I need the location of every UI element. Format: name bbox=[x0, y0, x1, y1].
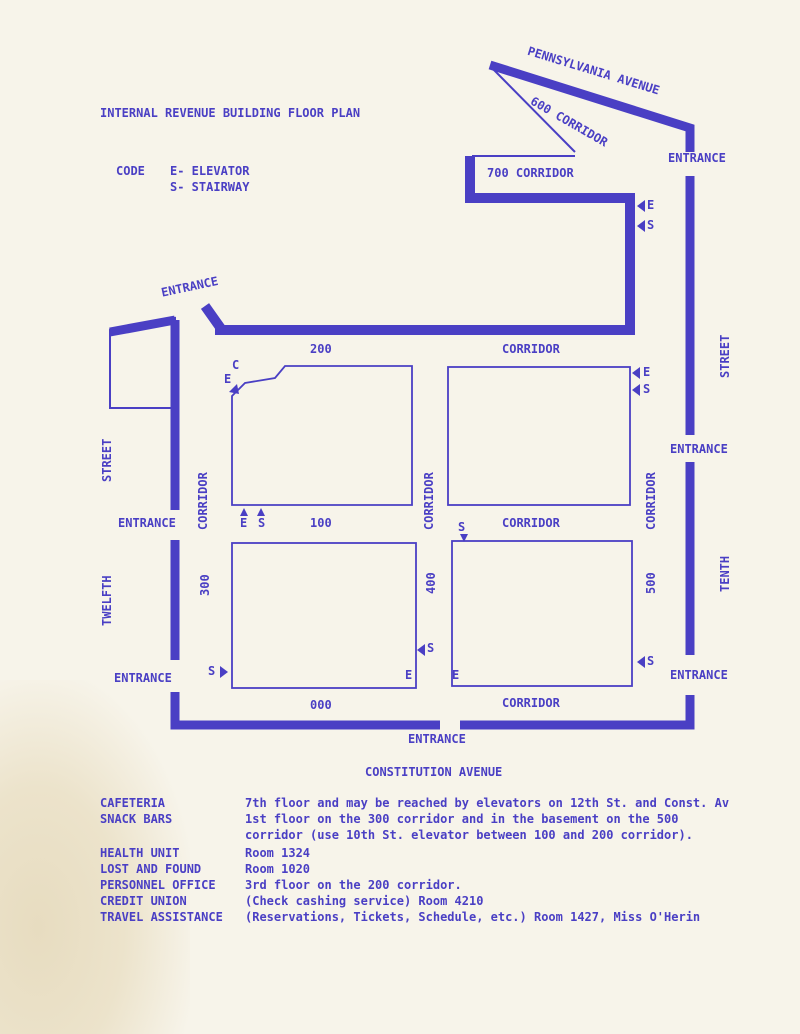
corridor-500-number: 500 bbox=[644, 572, 658, 594]
corridor-000-number: 000 bbox=[310, 698, 332, 712]
arrow-s-right bbox=[632, 384, 640, 396]
info-text-credit-union: (Check cashing service) Room 4210 bbox=[245, 894, 484, 908]
entrance-right-low: ENTRANCE bbox=[670, 668, 728, 682]
corridor-200-number: 200 bbox=[310, 342, 332, 356]
block-nw bbox=[231, 365, 413, 506]
corridor-200-word: CORRIDOR bbox=[502, 342, 560, 356]
block-se bbox=[451, 540, 633, 687]
arrow-s-100 bbox=[257, 508, 265, 516]
block-sw bbox=[231, 542, 417, 689]
info-label-personnel: PERSONNEL OFFICE bbox=[100, 878, 216, 892]
info-text-lost-found: Room 1020 bbox=[245, 862, 311, 876]
marker-e-nw: E bbox=[224, 372, 232, 386]
info-label-health-unit: HEALTH UNIT bbox=[100, 846, 180, 860]
marker-s-right-low: S bbox=[647, 654, 655, 668]
info-label-credit-union: CREDIT UNION bbox=[100, 894, 187, 908]
corridor-000-word: CORRIDOR bbox=[502, 696, 560, 710]
arrow-s-700 bbox=[637, 220, 645, 232]
corridor-600-inner bbox=[491, 67, 576, 153]
marker-s-400: S bbox=[427, 641, 435, 655]
street-twelfth: TWELFTH bbox=[100, 575, 114, 626]
corridor-700-wall bbox=[215, 156, 635, 335]
corridor-400-number: 400 bbox=[424, 572, 438, 594]
arrow-e-700 bbox=[637, 200, 645, 212]
left-block-top bbox=[109, 315, 176, 337]
page-title: INTERNAL REVENUE BUILDING FLOOR PLAN bbox=[100, 106, 361, 120]
arrow-s-300 bbox=[220, 666, 228, 678]
corridor-400-word: CORRIDOR bbox=[422, 472, 436, 530]
street-constitution: CONSTITUTION AVENUE bbox=[365, 765, 503, 779]
corridor-300-word: CORRIDOR bbox=[196, 472, 210, 530]
entrance-right-mid: ENTRANCE bbox=[670, 442, 728, 456]
code-label: CODE bbox=[116, 164, 145, 178]
info-text-health-unit: Room 1324 bbox=[245, 846, 311, 860]
info-label-lost-found: LOST AND FOUND bbox=[100, 862, 202, 876]
corridor-700-label: 700 CORRIDOR bbox=[487, 166, 574, 180]
street-left-word: STREET bbox=[100, 438, 114, 482]
corridor-100-word: CORRIDOR bbox=[502, 516, 560, 530]
corridor-600-wall bbox=[488, 60, 695, 152]
info-label-snack-bars: SNACK BARS bbox=[100, 812, 173, 826]
constitution-wall-right bbox=[460, 695, 695, 730]
corridor-100-number: 100 bbox=[310, 516, 332, 530]
marker-s-ne: S bbox=[458, 520, 466, 534]
info-text-personnel: 3rd floor on the 200 corridor. bbox=[245, 878, 462, 892]
entrance-left-low: ENTRANCE bbox=[114, 671, 172, 685]
marker-e-700: E bbox=[647, 198, 655, 212]
corridor-500-word: CORRIDOR bbox=[644, 472, 658, 530]
info-text-cafeteria: 7th floor and may be reached by elevator… bbox=[245, 796, 730, 810]
arrow-e-nw bbox=[229, 384, 239, 394]
code-elevator: E- ELEVATOR bbox=[170, 164, 250, 178]
arrow-s-400 bbox=[417, 644, 425, 656]
street-right-word: STREET bbox=[718, 334, 732, 378]
corridor-300-number: 300 bbox=[198, 574, 212, 596]
entrance-left-mid: ENTRANCE bbox=[118, 516, 176, 530]
constitution-wall-left bbox=[170, 692, 440, 730]
marker-e-100: E bbox=[240, 516, 248, 530]
entrance-top-right: ENTRANCE bbox=[668, 151, 726, 165]
info-label-travel: TRAVEL ASSISTANCE bbox=[100, 910, 223, 924]
code-stairway: S- STAIRWAY bbox=[170, 180, 250, 194]
info-text-snack-bars-cont: corridor (use 10th St. elevator between … bbox=[245, 828, 693, 842]
marker-s-300: S bbox=[208, 664, 216, 678]
marker-e-right: E bbox=[643, 365, 651, 379]
street-tenth: TENTH bbox=[718, 555, 732, 592]
info-label-cafeteria: CAFETERIA bbox=[100, 796, 166, 810]
marker-e-400: E bbox=[405, 668, 413, 682]
arrow-s-right-low bbox=[637, 656, 645, 668]
block-ne bbox=[447, 366, 631, 506]
info-text-snack-bars: 1st floor on the 300 corridor and in the… bbox=[245, 812, 679, 826]
arrow-e-right bbox=[632, 367, 640, 379]
marker-s-700: S bbox=[647, 218, 655, 232]
arrow-e-100 bbox=[240, 508, 248, 516]
marker-s-right: S bbox=[643, 382, 651, 396]
entrance-bottom: ENTRANCE bbox=[408, 732, 466, 746]
info-text-travel: (Reservations, Tickets, Schedule, etc.) … bbox=[245, 910, 701, 924]
water-stain bbox=[0, 680, 190, 1034]
marker-c-nw: C bbox=[232, 358, 240, 372]
marker-e-500: E bbox=[452, 668, 460, 682]
arrow-s-ne bbox=[460, 534, 468, 542]
marker-s-100: S bbox=[258, 516, 266, 530]
entrance-wedge bbox=[200, 303, 227, 333]
